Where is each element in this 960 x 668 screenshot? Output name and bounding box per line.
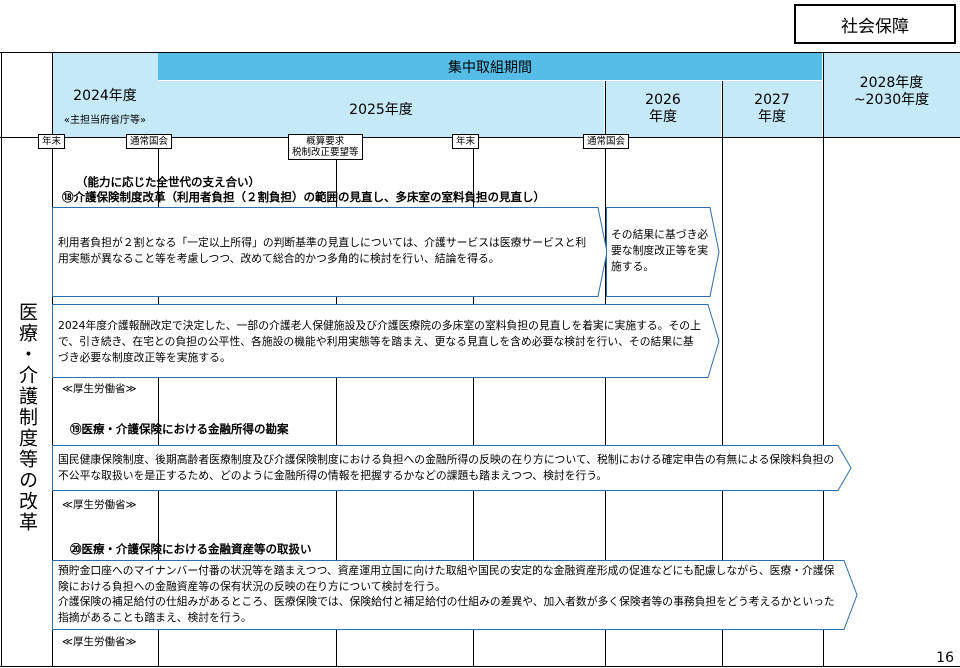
section-18-arrow-1: 利用者負担が２割となる「一定以上所得」の判断基準の見直しについては、介護サービス… [52,207,608,297]
arrow-shape [52,207,608,297]
side-category-label: 医療・介護制度等の改革 [14,302,40,538]
page-number: 16 [936,650,954,666]
section-19-arrow-1-text: 国民健康保険制度、後期高齢者医療制度及び介護保険制度における負担への金融所得の反… [58,453,835,482]
header-2026: 2026 年度 [605,81,721,137]
section-18-heading: ⑱介護保険制度改革（利用者負担（２割負担）の範囲の見直し、多床室の室料負担の見直… [62,190,545,204]
section-18-preheading: （能力に応じた全世代の支え合い） [76,175,260,189]
arrow-shape [52,445,852,491]
section-20-arrow-1-text: 預貯金口座へのマイナンバー付番の状況等を踏まえつつ、資産運用立国に向けた取組や国… [58,564,835,624]
arrow-shape [52,304,720,378]
section-tag: 社会保障 [794,4,956,44]
marker-budget-request: 概算要求 税制改正要望等 [288,134,363,160]
grid-line-bottom [0,666,960,667]
grid-line-col7 [823,52,824,666]
marker-ordinary-diet-1: 通常国会 [126,134,173,149]
grid-line-col3 [336,137,337,666]
grid-line-header-bottom [0,137,960,138]
header-2024-sub: «主担当府省庁等» [63,115,147,126]
arrow-shape [606,207,720,297]
section-18-ministry: ≪厚生労働省≫ [62,383,137,395]
section-20-arrow-1: 預貯金口座へのマイナンバー付番の状況等を踏まえつつ、資産運用立国に向けた取組や国… [52,560,858,630]
grid-line-left [1,52,2,666]
header-2027: 2027 年度 [722,81,822,137]
arrow-shape [52,560,858,630]
side-category-text: 医療・介護制度等の改革 [16,302,38,533]
section-19-ministry: ≪厚生労働省≫ [62,499,137,511]
section-18-arrow-2: その結果に基づき必要な制度改正等を実施する。 [606,207,720,297]
grid-line-col6 [722,81,723,666]
section-18-arrow-2-text: その結果に基づき必要な制度改正等を実施する。 [611,228,709,273]
grid-line-top [0,52,960,53]
section-20-ministry: ≪厚生労働省≫ [62,636,137,648]
marker-year-end-1: 年末 [38,134,66,149]
section-19-heading: ⑲医療・介護保険における金融所得の勘案 [70,422,289,436]
section-18-arrow-3: 2024年度介護報酬改定で決定した、一部の介護老人保健施設及び介護医療院の多床室… [52,304,720,378]
header-2024-label: 2024年度 [73,88,137,104]
header-2025: 2025年度 [158,81,604,137]
intensive-period-header: 集中取組期間 [158,53,822,80]
header-2024: 2024年度 «主担当府省庁等» [52,53,158,137]
header-2028-2030: 2028年度 ~2030年度 [823,53,960,137]
section-20-heading: ⑳医療・介護保険における金融資産等の取扱い [70,542,312,556]
marker-ordinary-diet-2: 通常国会 [583,134,630,149]
marker-year-end-2: 年末 [452,134,480,149]
section-18-arrow-3-text: 2024年度介護報酬改定で決定した、一部の介護老人保健施設及び介護医療院の多床室… [58,319,701,364]
grid-line-col4 [473,137,474,666]
section-19-arrow-1: 国民健康保険制度、後期高齢者医療制度及び介護保険制度における負担への金融所得の反… [52,445,852,491]
section-18-arrow-1-text: 利用者負担が２割となる「一定以上所得」の判断基準の見直しについては、介護サービス… [58,236,587,265]
grid-line-col2 [158,137,159,666]
